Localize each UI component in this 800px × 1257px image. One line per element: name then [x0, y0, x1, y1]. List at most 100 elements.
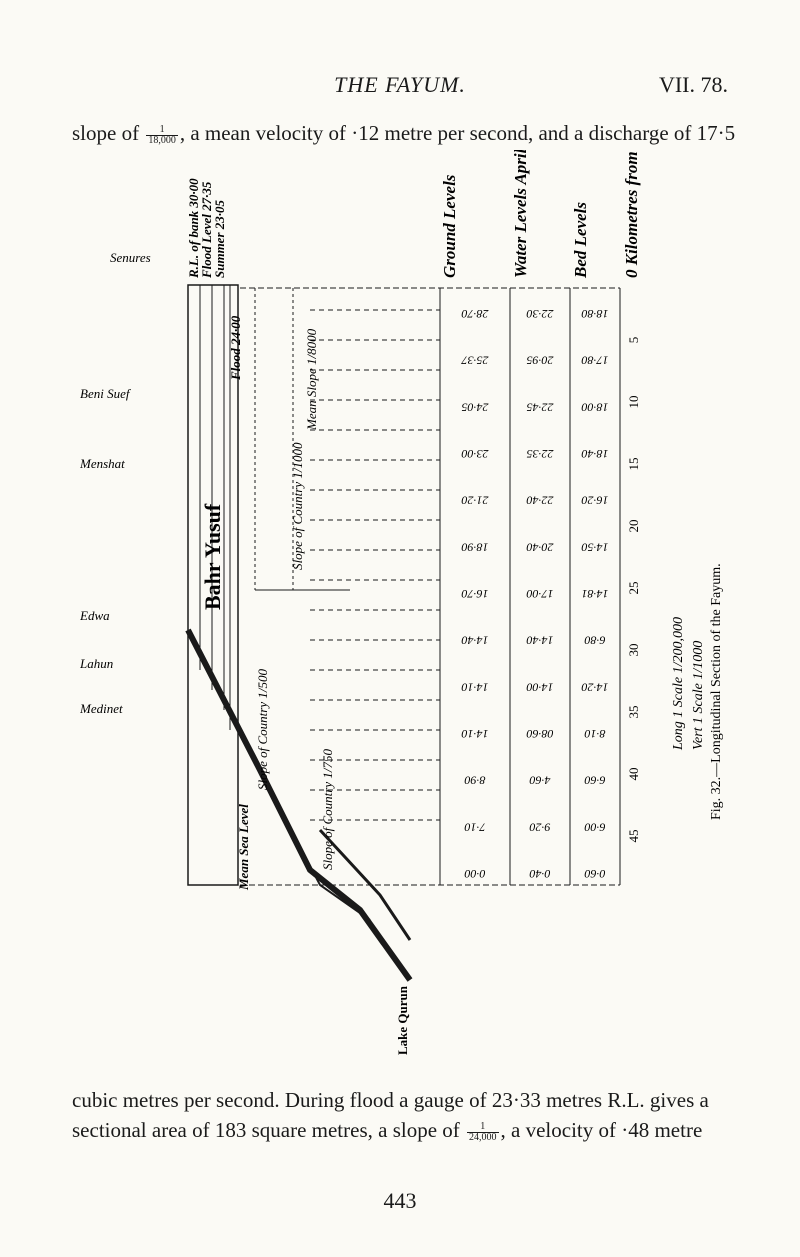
bed-level-value: 6·60 [585, 774, 606, 788]
ground-level-value: 25·37 [461, 354, 489, 368]
bed-level-value: 17·80 [582, 354, 609, 368]
km-tick-label: 25 [626, 582, 641, 595]
vert-scale-label: Vert 1 Scale 1/1000 [691, 641, 706, 750]
canal-wall [185, 284, 413, 982]
km-tick-label: 10 [626, 396, 641, 409]
place-name: Lahun [80, 656, 113, 671]
bed-levels-header: Bed Levels [571, 202, 590, 279]
fraction-numerator: 1 [467, 1122, 499, 1134]
bed-level-value: 8·10 [585, 727, 606, 741]
flood-date-label: Flood 24·00 [228, 315, 243, 381]
water-level-value: 08·60 [527, 727, 554, 741]
fraction-denominator: 24,000 [469, 1132, 497, 1144]
water-level-value: 9·20 [530, 820, 551, 834]
bahr-yusuf-label: Bahr Yusuf [200, 503, 225, 610]
column-headers: Ground Levels Water Levels April 1885 Be… [440, 150, 641, 279]
water-level-value: 14·00 [527, 680, 554, 694]
scale-labels: Long 1 Scale 1/200,000 Vert 1 Scale 1/10… [671, 617, 706, 751]
water-level-value: 22·30 [527, 307, 554, 321]
ground-level-value: 16·70 [462, 587, 489, 601]
km-ticks: 5 10 15 20 25 30 35 40 45 [626, 337, 641, 843]
lake-qurun-label: Lake Qurun [395, 985, 410, 1055]
km-tick-label: 15 [626, 458, 641, 471]
km-tick-label: 40 [626, 768, 641, 781]
ground-level-value: 21·20 [462, 494, 489, 508]
ground-level-value: 7·10 [465, 820, 486, 834]
slope-label: Mean Slope 1/8000 [304, 328, 319, 431]
slope-labels: Slope of Country 1/500 Slope of Country … [255, 328, 335, 870]
water-levels-header: Water Levels April 1885 [511, 150, 530, 278]
km-tick-label: 30 [626, 644, 641, 657]
water-level-value: 20·40 [527, 540, 554, 554]
rl-bank-label: R.L. of bank 30·00 [186, 178, 201, 279]
text-line: cubic metres per second. During flood a … [72, 1088, 709, 1112]
ground-level-value: 0·00 [465, 867, 486, 881]
summer-label: Summer 23·05 [212, 199, 227, 278]
text-fragment: , a mean velocity of ·12 metre per secon… [179, 121, 736, 145]
ground-level-value: 18·90 [462, 540, 489, 554]
ground-level-value: 14·40 [462, 634, 489, 648]
ground-level-value: 14·10 [462, 680, 489, 694]
water-level-value: 4·60 [530, 774, 551, 788]
place-names: Beni Suef Menshat Lahun Medinet Senures … [80, 250, 151, 716]
slope-label: Slope of Country 1/1000 [290, 442, 305, 570]
mean-sea-level-label: Mean Sea Level [236, 804, 251, 891]
running-title: THE FAYUM. [334, 72, 466, 97]
water-level-value: 14·40 [527, 634, 554, 648]
ground-level-value: 14·10 [462, 727, 489, 741]
water-level-value: 22·35 [527, 447, 554, 461]
water-level-value: 22·45 [527, 400, 554, 414]
bed-level-value: 14·20 [582, 680, 609, 694]
km-tick-label: 20 [626, 520, 641, 533]
long-scale-label: Long 1 Scale 1/200,000 [671, 617, 686, 751]
page-header: THE FAYUM. VII. 78. [0, 72, 800, 102]
figure-caption: Fig. 32.—Longitudinal Section of the Fay… [709, 563, 724, 820]
km-tick-label: 45 [626, 830, 641, 843]
bed-level-value: 18·80 [582, 307, 609, 321]
place-name: Edwa [80, 608, 110, 623]
ground-level-value: 24·05 [462, 400, 489, 414]
fraction-numerator: 1 [146, 124, 178, 136]
longitudinal-section-figure: Ground Levels Water Levels April 1885 Be… [80, 150, 724, 1055]
text-fragment: , a velocity of ·48 metre [500, 1118, 703, 1143]
water-level-value: 20·95 [527, 354, 554, 368]
km-tick-label: 35 [626, 706, 641, 719]
water-values: 22·30 20·95 22·45 22·35 22·40 20·40 17·00 14·40… [527, 307, 554, 881]
place-name: Menshat [80, 456, 125, 471]
bed-level-value: 6·00 [585, 820, 606, 834]
ground-level-value: 28·70 [462, 307, 489, 321]
bed-level-value: 14·50 [582, 540, 609, 554]
bed-level-value: 18·40 [582, 447, 609, 461]
section-number: VII. 78. [658, 72, 728, 97]
place-name: Medinet [80, 701, 123, 716]
place-name: Senures [110, 250, 151, 265]
place-name: Beni Suef [80, 386, 132, 401]
bed-values: 18·80 17·80 18·00 18·40 16·20 14·50 14·81 6·80 1… [582, 307, 609, 881]
ground-values: 28·70 25·37 24·05 23·00 21·20 18·90 16·70 14·40… [461, 307, 489, 881]
bed-level-value: 0·60 [585, 867, 606, 881]
fraction-denominator: 18,000 [148, 134, 176, 146]
km-tick-label: 5 [626, 337, 641, 344]
flood-level-label: Flood Level 27·35 [199, 181, 214, 279]
bed-level-value: 18·00 [582, 400, 609, 414]
page-number: 443 [383, 1188, 417, 1213]
ground-levels-header: Ground Levels [440, 174, 459, 278]
text-fragment: sectional area of 183 square metres, a s… [72, 1118, 466, 1143]
ground-level-value: 23·00 [462, 447, 489, 461]
paragraph-bottom: cubic metres per second. During flood a … [72, 1085, 752, 1146]
bed-level-value: 14·81 [582, 587, 609, 601]
left-labels: R.L. of bank 30·00 Flood Level 27·35 Sum… [186, 178, 410, 1055]
kilometres-header: 0 Kilometres from Head [622, 150, 641, 278]
slope-label: Slope of Country 1/500 [255, 669, 270, 790]
bed-level-value: 16·20 [582, 494, 609, 508]
bed-level-value: 6·80 [585, 634, 606, 648]
ground-level-value: 8·90 [465, 774, 486, 788]
water-level-value: 22·40 [527, 494, 554, 508]
slope-label: Slope of Country 1/750 [320, 749, 335, 870]
water-level-value: 0·40 [530, 867, 551, 881]
water-level-value: 17·00 [527, 587, 554, 601]
level-table-grid [240, 287, 621, 886]
